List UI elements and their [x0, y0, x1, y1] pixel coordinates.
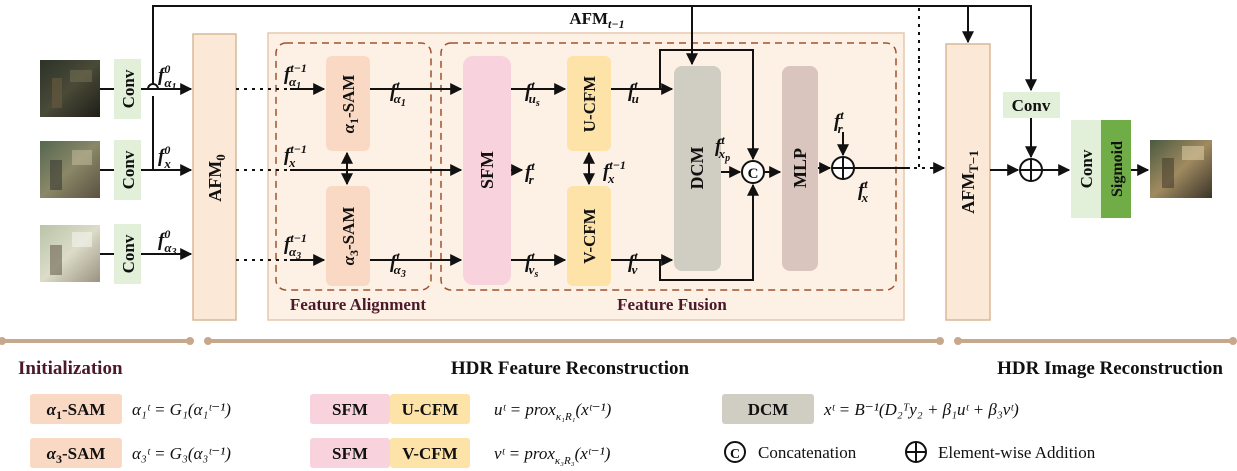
sigmoid-block — [1101, 120, 1131, 218]
v-cfm-label: V-CFM — [580, 208, 599, 263]
element-wise-addition-icon — [831, 156, 855, 180]
alpha1-sam-label: α1-SAM — [339, 75, 361, 134]
legend-sfm-badge-2 — [310, 438, 390, 468]
final-conv-block — [1071, 120, 1101, 218]
section-feature-reconstruction: HDR Feature Reconstruction — [451, 358, 690, 379]
section-dividers — [0, 337, 1237, 345]
input-image-2 — [40, 141, 100, 198]
legend-addition-label: Element-wise Addition — [938, 443, 1096, 462]
section-initialization: Initialization — [18, 358, 123, 379]
svg-text:α1-SAM: α1-SAM — [47, 400, 106, 422]
legend-concatenation-icon — [724, 441, 746, 463]
dcm-label: DCM — [687, 147, 707, 190]
input-conv-block-3 — [114, 224, 141, 284]
afm-t-minus-1-label: AFMt−1 — [569, 9, 624, 31]
feature-alignment-region — [275, 42, 432, 291]
svg-text:C: C — [730, 447, 740, 462]
alpha3-sam-label: α3-SAM — [339, 207, 361, 266]
afm0-block — [192, 33, 237, 321]
legend-dcm-equation: xᵗ = B⁻¹(D₂ᵀy₂ + β₁uᵗ + β₃vᵗ) — [823, 400, 1019, 419]
u-cfm-block — [567, 56, 611, 151]
sigmoid-label: Sigmoid — [1109, 141, 1126, 197]
legend-alpha1-equation: α₁ᵗ = G₁(α₁ᵗ⁻¹) — [132, 400, 231, 419]
input-conv-label-2: Conv — [119, 150, 138, 189]
input-conv-label-3: Conv — [119, 234, 138, 273]
feature-fusion-label: Feature Fusion — [617, 295, 727, 314]
legend-addition-icon — [905, 441, 927, 463]
input-image-1 — [40, 60, 100, 117]
sfm-label: SFM — [477, 151, 497, 189]
afm-last-label: AFMT−1 — [958, 150, 981, 214]
legend-u-cfm-badge — [390, 394, 470, 424]
sfm-block — [463, 56, 511, 285]
svg-text:α3-SAM: α3-SAM — [47, 444, 106, 466]
u-cfm-label: U-CFM — [580, 76, 599, 133]
legend-u-cfm-equation: uᵗ = proxκ₁R₁(xᵗ⁻¹) — [494, 400, 612, 423]
svg-text:DCM: DCM — [748, 400, 789, 419]
afm0-label: AFM0 — [205, 154, 228, 201]
svg-text:V-CFM: V-CFM — [402, 444, 457, 463]
feature-fusion-region — [440, 42, 897, 291]
alpha1-sam-block — [326, 56, 370, 151]
legend: α1-SAM α₁ᵗ = G₁(α₁ᵗ⁻¹) α3-SAM α₃ᵗ = G₃(α… — [30, 394, 1096, 468]
output-conv-label: Conv — [1012, 96, 1051, 115]
afm-last-block — [945, 43, 991, 321]
legend-concatenation-label: Concatenation — [758, 443, 857, 462]
output-hdr-image — [1150, 140, 1212, 198]
svg-text:SFM: SFM — [332, 444, 368, 463]
legend-v-cfm-badge — [390, 438, 470, 468]
legend-alpha3-equation: α₃ᵗ = G₃(α₃ᵗ⁻¹) — [132, 444, 231, 463]
output-conv-block — [1003, 92, 1060, 118]
final-conv-label: Conv — [1077, 149, 1096, 188]
alpha3-sam-block — [326, 186, 370, 286]
legend-dcm-badge — [722, 394, 814, 424]
legend-alpha1-sam-badge — [30, 394, 122, 424]
input-conv-block-2 — [114, 140, 141, 200]
connector-lines — [100, 5, 1150, 281]
input-image-3 — [40, 225, 100, 282]
svg-text:U-CFM: U-CFM — [402, 400, 459, 419]
legend-sfm-badge-1 — [310, 394, 390, 424]
feature-alignment-label: Feature Alignment — [290, 295, 426, 314]
dcm-block — [674, 66, 721, 271]
concatenation-symbol: C — [748, 166, 759, 182]
input-conv-label-1: Conv — [119, 69, 138, 108]
input-conv-block-1 — [114, 59, 141, 119]
v-cfm-block — [567, 186, 611, 286]
legend-alpha3-sam-badge — [30, 438, 122, 468]
section-image-reconstruction: HDR Image Reconstruction — [997, 358, 1223, 379]
mlp-block — [782, 66, 818, 271]
legend-v-cfm-equation: vᵗ = proxκ₃R₃(xᵗ⁻¹) — [494, 444, 611, 467]
output-addition-icon — [1019, 158, 1043, 182]
mlp-label: MLP — [790, 148, 810, 188]
svg-text:SFM: SFM — [332, 400, 368, 419]
